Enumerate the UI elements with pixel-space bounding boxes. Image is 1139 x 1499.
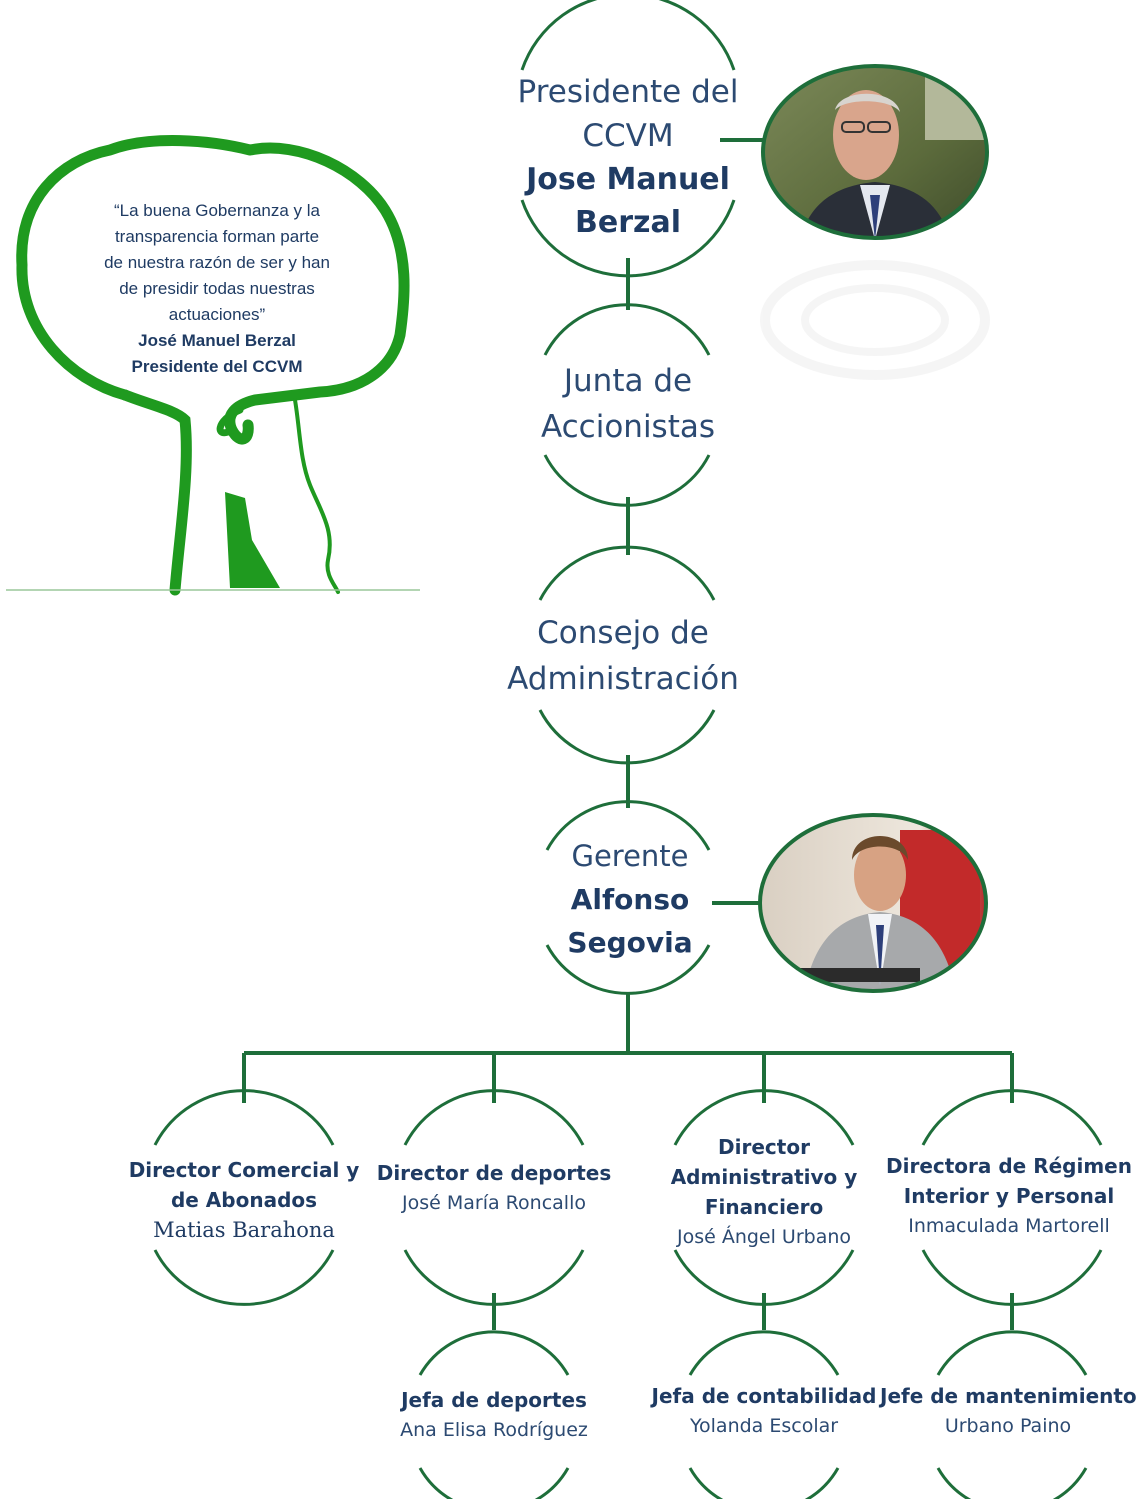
consejo-node: Consejo de Administración — [488, 610, 758, 702]
director-node: Director de deportes José María Roncallo — [374, 1158, 614, 1218]
subhead-role: Jefa de deportes — [401, 1388, 587, 1412]
gerente-photo — [758, 813, 988, 993]
quote-line: actuaciones” — [168, 305, 266, 324]
quote-author: José Manuel Berzal — [138, 331, 296, 350]
director-role: Director Comercial y — [128, 1158, 360, 1182]
director-role: de Abonados — [170, 1188, 318, 1212]
subhead-role: Jefe de mantenimiento — [880, 1384, 1137, 1408]
quote-line: de nuestra razón de ser y han — [104, 253, 330, 272]
junta-label: Junta de — [563, 363, 693, 399]
gerente-name: Alfonso — [570, 883, 690, 916]
consejo-label: Administración — [507, 661, 739, 697]
director-person: José María Roncallo — [402, 1192, 586, 1214]
quote-author-title: Presidente del CCVM — [131, 357, 303, 376]
junta-node: Junta de Accionistas — [508, 358, 748, 450]
subhead-person: Yolanda Escolar — [689, 1415, 839, 1437]
governance-quote: “La buena Gobernanza y la transparencia … — [76, 198, 358, 380]
director-role: Financiero — [704, 1195, 824, 1219]
subhead-node: Jefe de mantenimiento Urbano Paino — [880, 1381, 1137, 1441]
junta-label: Accionistas — [540, 409, 716, 445]
president-title: Presidente del — [517, 74, 739, 110]
president-name: Berzal — [575, 205, 681, 240]
tree-illustration — [6, 135, 420, 596]
director-role: Director — [718, 1135, 810, 1159]
connector-lines — [242, 138, 1014, 1330]
consejo-label: Consejo de — [537, 615, 709, 651]
director-node: Director Administrativo y Financiero Jos… — [644, 1132, 884, 1252]
director-role: Directora de Régimen — [886, 1154, 1132, 1178]
quote-line: “La buena Gobernanza y la — [113, 201, 321, 220]
director-person: Matias Barahona — [153, 1218, 335, 1242]
director-person: José Ángel Urbano — [676, 1226, 852, 1248]
director-node: Director Comercial y de Abonados Matias … — [124, 1155, 364, 1245]
quote-line: de presidir todas nuestras — [119, 279, 315, 298]
director-role: Interior y Personal — [903, 1184, 1115, 1208]
subhead-node: Jefa de contabilidad Yolanda Escolar — [648, 1381, 880, 1441]
director-role: Administrativo y — [670, 1165, 858, 1189]
president-photo — [761, 64, 989, 240]
gerente-name: Segovia — [567, 926, 693, 959]
president-node: Presidente del CCVM Jose Manuel Berzal — [508, 70, 748, 244]
subhead-role: Jefa de contabilidad — [651, 1384, 877, 1408]
quote-line: transparencia forman parte — [114, 227, 320, 246]
director-role: Director de deportes — [376, 1161, 612, 1185]
gerente-node: Gerente Alfonso Segovia — [530, 835, 730, 964]
director-node: Directora de Régimen Interior y Personal… — [882, 1151, 1136, 1241]
gerente-title: Gerente — [571, 839, 689, 873]
president-title: CCVM — [582, 118, 674, 154]
watermark-seal — [760, 260, 990, 380]
node-arcs — [153, 0, 1103, 1499]
subhead-node: Jefa de deportes Ana Elisa Rodríguez — [384, 1385, 604, 1445]
subhead-person: Ana Elisa Rodríguez — [400, 1419, 588, 1441]
director-person: Inmaculada Martorell — [908, 1215, 1110, 1237]
subhead-person: Urbano Paino — [944, 1415, 1072, 1437]
president-name: Jose Manuel — [526, 162, 730, 197]
